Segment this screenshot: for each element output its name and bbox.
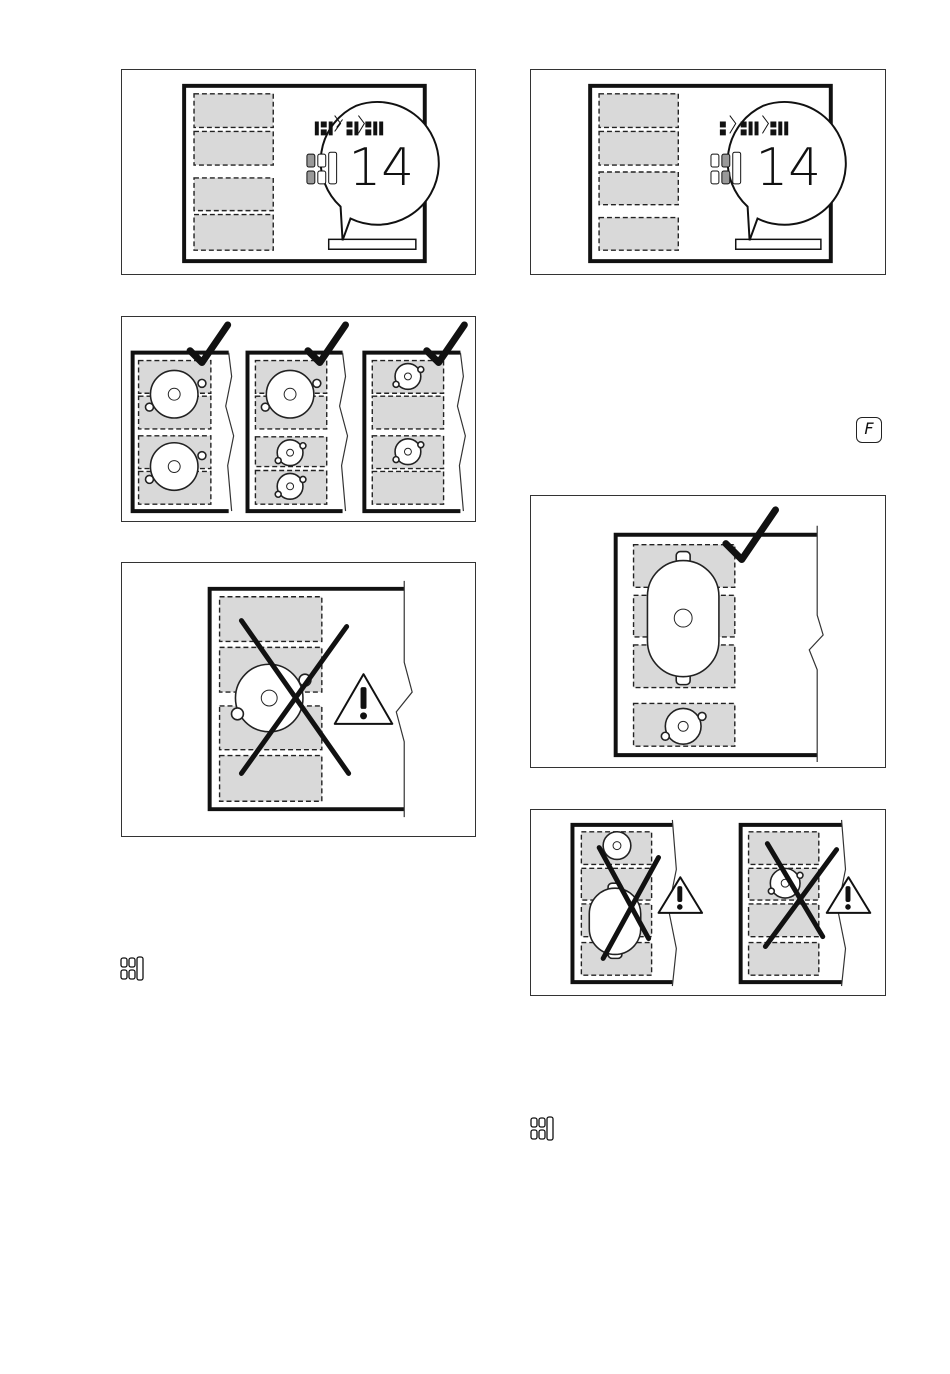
figure-bridge-correct: [530, 495, 886, 768]
bridge-wrong-illustration: [531, 810, 885, 995]
figure-display-zoom-right: 14: [530, 69, 886, 275]
display-illustration-left: 14: [122, 70, 475, 274]
zone-4: [194, 215, 273, 251]
bridge-correct-illustration: [531, 496, 885, 767]
figure-wrong-placement-left: [121, 562, 476, 837]
warning-triangle-icon: [827, 877, 871, 913]
timer-display: 14: [349, 138, 415, 198]
control-bar: [329, 239, 416, 249]
hob-panel-right: [741, 820, 871, 986]
checkmark-icon: [190, 325, 228, 363]
wrong-placement-illustration: [122, 563, 475, 836]
warning-triangle-icon: [335, 674, 393, 724]
zone-1: [194, 94, 273, 128]
zone-4: [599, 218, 678, 251]
display-illustration-right: 14: [531, 70, 885, 274]
bridge-symbol-icon: [530, 1116, 556, 1142]
figure-bridge-wrong: [530, 809, 886, 996]
correct-placements-illustration: [122, 317, 475, 521]
hob-panel-left: [572, 820, 702, 986]
hob-panel-b: [248, 325, 348, 511]
control-bar: [736, 239, 821, 249]
zone-3: [194, 178, 273, 211]
timer-display: 14: [756, 138, 822, 198]
checkmark-icon: [427, 325, 465, 363]
f-key-icon: F: [856, 417, 882, 443]
figure-display-zoom-left: 14: [121, 69, 476, 275]
oval-casserole: [589, 888, 640, 954]
figure-correct-placements: [121, 316, 476, 522]
hob-panel-c: [364, 325, 465, 511]
zone-2: [599, 131, 678, 165]
power-level-indicator: [711, 152, 741, 184]
zone-2: [194, 131, 273, 165]
hob-panel-a: [133, 325, 234, 511]
warning-triangle-icon: [659, 877, 703, 913]
checkmark-icon: [308, 325, 346, 363]
bridge-symbol-icon: [120, 956, 146, 982]
zone-3: [599, 172, 678, 205]
zone-1: [599, 94, 678, 128]
